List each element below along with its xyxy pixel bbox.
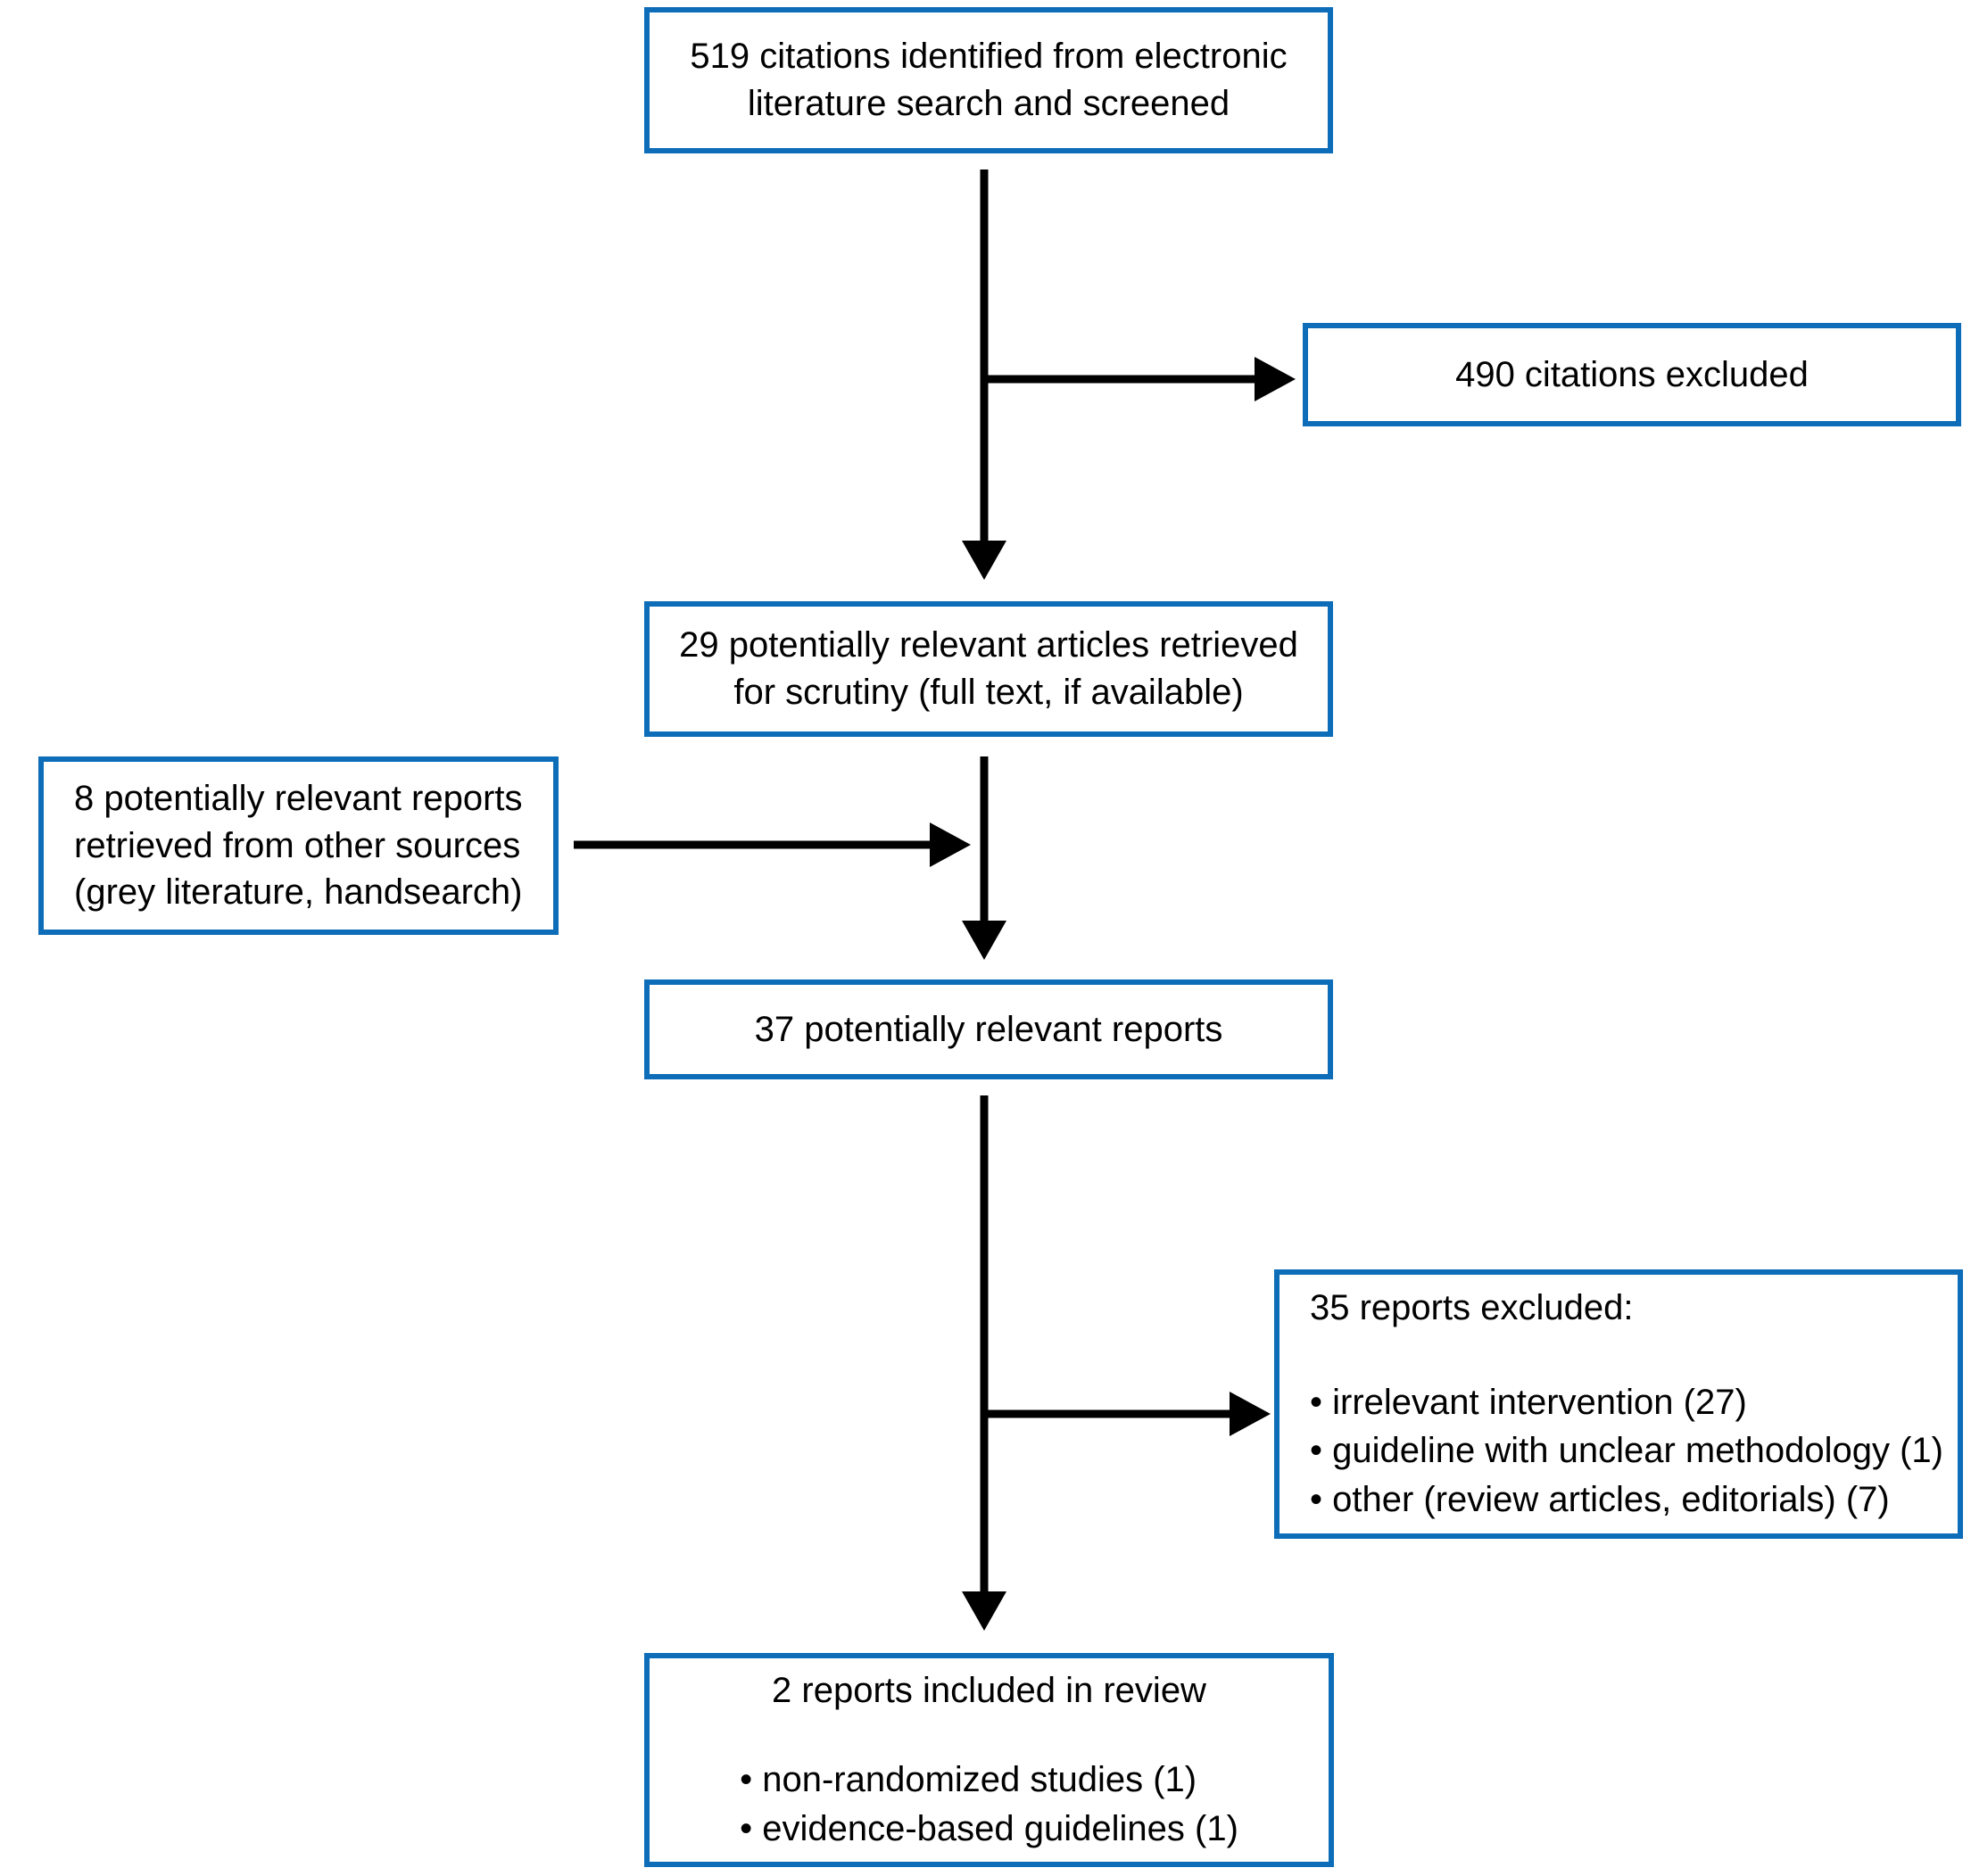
connector-relevant-to-included	[962, 1095, 1006, 1631]
node-relevant-reports: 37 potentially relevant reports	[644, 979, 1333, 1079]
node-other-sources-line-3: (grey literature, handsearch)	[74, 872, 523, 913]
node-other-sources: 8 potentially relevant reports retrieved…	[38, 756, 559, 935]
node-citations-excluded: 490 citations excluded	[1303, 323, 1961, 426]
node-citations-identified-line-2: literature search and screened	[747, 84, 1230, 123]
node-reports-excluded-heading: 35 reports excluded:	[1310, 1288, 1634, 1328]
node-articles-retrieved-line-1: 29 potentially relevant articles retriev…	[679, 625, 1298, 665]
node-articles-retrieved-line-2: for scrutiny (full text, if available)	[733, 673, 1244, 712]
list-item: • guideline with unclear methodology (1)	[1310, 1431, 1943, 1471]
node-citations-identified: 519 citations identified from electronic…	[644, 7, 1333, 153]
node-reports-included-bullets: • non-randomized studies (1) • evidence-…	[740, 1756, 1238, 1853]
node-relevant-reports-line-1: 37 potentially relevant reports	[754, 1009, 1223, 1049]
node-other-sources-line-1: 8 potentially relevant reports	[74, 778, 523, 818]
node-reports-included: 2 reports included in review • non-rando…	[644, 1653, 1334, 1867]
node-citations-excluded-line-1: 490 citations excluded	[1455, 354, 1809, 394]
connector-relevant-to-excluded-reports	[984, 1392, 1271, 1436]
node-reports-excluded: 35 reports excluded: • irrelevant interv…	[1274, 1269, 1963, 1539]
node-reports-included-heading: 2 reports included in review	[772, 1671, 1206, 1710]
list-item: • evidence-based guidelines (1)	[740, 1808, 1238, 1848]
node-other-sources-line-2: retrieved from other sources	[74, 825, 521, 865]
connector-identified-to-retrieved	[962, 169, 1006, 580]
list-item: • non-randomized studies (1)	[740, 1760, 1197, 1800]
list-item: • other (review articles, editorials) (7…	[1310, 1479, 1890, 1519]
connector-identified-to-excluded-citations	[984, 357, 1296, 401]
node-reports-excluded-bullets: • irrelevant intervention (27) • guideli…	[1310, 1378, 1943, 1524]
connector-retrieved-to-relevant-reports	[962, 756, 1006, 960]
connector-other-sources-to-trunk	[574, 822, 971, 867]
list-item: • irrelevant intervention (27)	[1310, 1382, 1747, 1422]
node-articles-retrieved: 29 potentially relevant articles retriev…	[644, 601, 1333, 737]
node-citations-identified-line-1: 519 citations identified from electronic	[690, 37, 1288, 77]
